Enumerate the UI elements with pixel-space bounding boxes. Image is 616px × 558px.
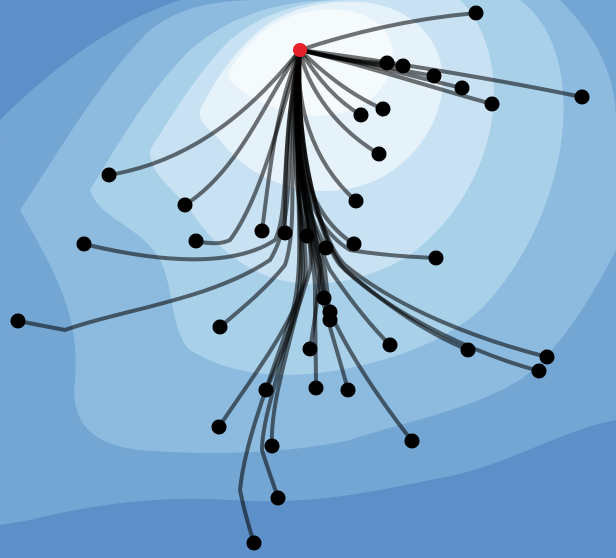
- trail: [298, 48, 385, 111]
- endpoint-dot: [246, 535, 262, 551]
- endpoint-dot: [395, 58, 411, 74]
- endpoint-dot: [254, 223, 270, 239]
- endpoint-dot: [177, 197, 193, 213]
- endpoint-dot: [371, 146, 387, 162]
- endpoint-dot: [468, 5, 484, 21]
- endpoints: [10, 5, 590, 551]
- endpoint-dot: [531, 363, 547, 379]
- trail: [194, 48, 302, 246]
- trail: [298, 48, 381, 156]
- endpoint-dot: [277, 225, 293, 241]
- endpoint-dot: [348, 193, 364, 209]
- trail: [107, 48, 302, 177]
- endpoint-dot: [454, 80, 470, 96]
- endpoint-dot: [346, 236, 362, 252]
- endpoint-dot: [316, 290, 332, 306]
- endpoint-dot: [258, 382, 274, 398]
- trail: [183, 48, 302, 207]
- endpoint-dot: [574, 89, 590, 105]
- endpoint-dot: [428, 250, 444, 266]
- endpoint-dot: [264, 438, 280, 454]
- trail: [298, 48, 494, 106]
- trails: [16, 11, 584, 545]
- endpoint-dot: [318, 240, 334, 256]
- endpoint-dot: [539, 349, 555, 365]
- endpoint-dot: [404, 433, 420, 449]
- endpoint-dot: [426, 68, 442, 84]
- endpoint-dot: [322, 312, 338, 328]
- endpoint-dot: [379, 55, 395, 71]
- endpoint-dot: [10, 313, 26, 329]
- trail: [298, 48, 584, 99]
- trail: [82, 48, 302, 262]
- contour-left-notch: [0, 140, 26, 177]
- endpoint-dot: [340, 382, 356, 398]
- trail: [298, 11, 478, 52]
- endpoint-dot: [76, 236, 92, 252]
- trail: [238, 48, 302, 545]
- endpoint-dot: [375, 101, 391, 117]
- endpoint-dot: [101, 167, 117, 183]
- endpoint-dot: [302, 341, 318, 357]
- trail: [218, 48, 302, 329]
- root-node: [293, 43, 307, 57]
- trail: [16, 48, 302, 332]
- endpoint-dot: [188, 233, 204, 249]
- endpoint-dot: [308, 380, 324, 396]
- endpoint-dot: [353, 107, 369, 123]
- trail: [298, 48, 363, 117]
- endpoint-dot: [212, 319, 228, 335]
- endpoint-dot: [299, 228, 315, 244]
- endpoint-dot: [211, 419, 227, 435]
- endpoint-dot: [460, 342, 476, 358]
- endpoint-dot: [270, 490, 286, 506]
- endpoint-dot: [382, 337, 398, 353]
- endpoint-dot: [484, 96, 500, 112]
